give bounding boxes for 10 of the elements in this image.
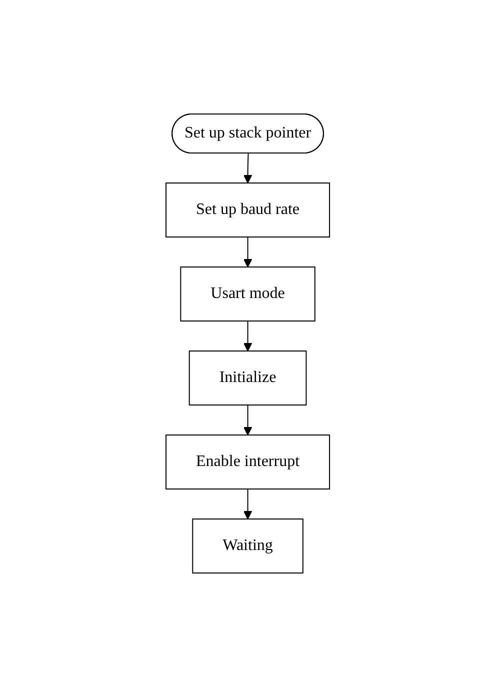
node-box: Usart mode: [180, 266, 316, 321]
arrow: [243, 320, 252, 351]
arrow: [243, 236, 252, 267]
node-box: Enable interrupt: [165, 434, 330, 489]
arrow: [243, 152, 252, 183]
arrow: [243, 488, 252, 519]
node-box: Initialize: [188, 350, 306, 405]
node-box: Waiting: [192, 518, 304, 573]
node-box: Set up baud rate: [165, 182, 330, 237]
arrow: [243, 404, 252, 435]
